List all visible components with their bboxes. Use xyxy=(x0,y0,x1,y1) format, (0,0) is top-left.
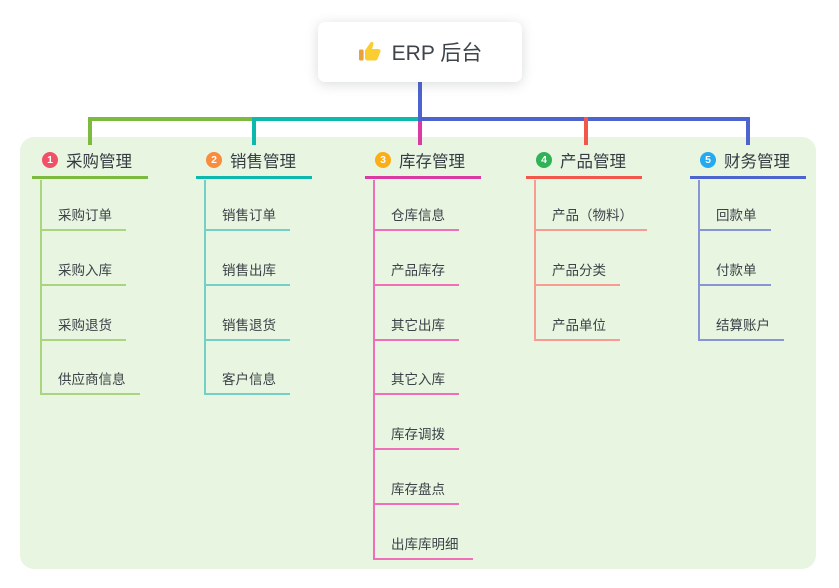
branch-node-5[interactable]: 5 财务管理 xyxy=(690,149,806,179)
thumbs-up-icon xyxy=(358,40,382,64)
branch-drop-connector-4 xyxy=(584,117,588,145)
child-node[interactable]: 付款单 xyxy=(698,262,771,286)
branch-spine xyxy=(40,180,42,396)
child-node[interactable]: 产品库存 xyxy=(373,262,459,286)
branch-drop-connector-3 xyxy=(418,121,422,145)
branch-node-1[interactable]: 1 采购管理 xyxy=(32,149,148,179)
branch-drop-connector-5 xyxy=(746,117,750,145)
branch-drop-connector-2 xyxy=(252,117,256,145)
child-node[interactable]: 库存盘点 xyxy=(373,481,459,505)
branches-panel xyxy=(20,137,816,569)
branch-spine xyxy=(373,180,375,560)
branch-node-2[interactable]: 2 销售管理 xyxy=(196,149,312,179)
child-node[interactable]: 客户信息 xyxy=(204,371,290,395)
branch-badge: 5 xyxy=(700,152,716,168)
child-node[interactable]: 供应商信息 xyxy=(40,371,140,395)
branch-node-3[interactable]: 3 库存管理 xyxy=(365,149,481,179)
child-node[interactable]: 采购入库 xyxy=(40,262,126,286)
root-node[interactable]: ERP 后台 xyxy=(318,22,522,82)
branch-badge: 2 xyxy=(206,152,222,168)
branch-label: 财务管理 xyxy=(724,153,790,171)
branch-spine xyxy=(698,180,700,341)
child-node[interactable]: 产品单位 xyxy=(534,317,620,341)
root-title: ERP 后台 xyxy=(391,42,483,65)
rail-connector-middle xyxy=(254,117,418,121)
child-node[interactable]: 采购退货 xyxy=(40,317,126,341)
rail-connector-left xyxy=(88,117,254,121)
branch-badge: 4 xyxy=(536,152,552,168)
child-node[interactable]: 结算账户 xyxy=(698,317,784,341)
branch-node-4[interactable]: 4 产品管理 xyxy=(526,149,642,179)
child-node[interactable]: 销售订单 xyxy=(204,207,290,231)
child-node[interactable]: 产品分类 xyxy=(534,262,620,286)
branch-label: 库存管理 xyxy=(399,153,465,171)
branch-spine xyxy=(204,180,206,396)
child-node[interactable]: 采购订单 xyxy=(40,207,126,231)
root-connector xyxy=(418,82,422,121)
branch-badge: 1 xyxy=(42,152,58,168)
child-node[interactable]: 仓库信息 xyxy=(373,207,459,231)
child-node[interactable]: 回款单 xyxy=(698,207,771,231)
branch-spine xyxy=(534,180,536,341)
branch-label: 产品管理 xyxy=(560,153,626,171)
child-node[interactable]: 其它出库 xyxy=(373,317,459,341)
child-node[interactable]: 销售出库 xyxy=(204,262,290,286)
child-node[interactable]: 库存调拨 xyxy=(373,426,459,450)
branch-drop-connector-1 xyxy=(88,117,92,145)
branch-label: 销售管理 xyxy=(230,153,296,171)
child-node[interactable]: 其它入库 xyxy=(373,371,459,395)
child-node[interactable]: 出库库明细 xyxy=(373,536,473,560)
child-node[interactable]: 产品（物料） xyxy=(534,207,647,231)
branch-badge: 3 xyxy=(375,152,391,168)
branch-label: 采购管理 xyxy=(66,153,132,171)
child-node[interactable]: 销售退货 xyxy=(204,317,290,341)
